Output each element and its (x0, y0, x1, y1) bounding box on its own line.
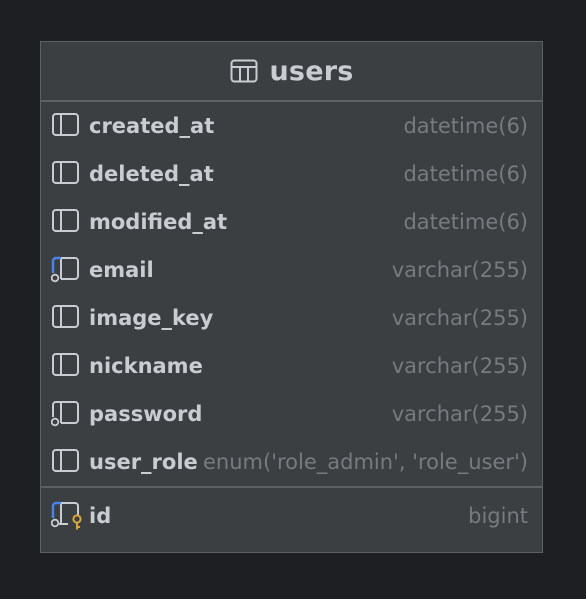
column-icon (51, 448, 81, 476)
column-name: image_key (89, 306, 214, 330)
column-name: nickname (89, 354, 203, 378)
column-row[interactable]: created_at datetime(6) (41, 102, 542, 150)
column-type: datetime(6) (403, 114, 528, 138)
column-type: varchar(255) (391, 258, 528, 282)
column-list: created_at datetime(6) deleted_at dateti… (41, 102, 542, 486)
column-name: created_at (89, 114, 215, 138)
column-type: varchar(255) (391, 354, 528, 378)
column-row[interactable]: nickname varchar(255) (41, 342, 542, 390)
column-row[interactable]: modified_at datetime(6) (41, 198, 542, 246)
table-header: users (41, 42, 542, 102)
column-name: user_role (89, 450, 198, 474)
column-row[interactable]: password varchar(255) (41, 390, 542, 438)
column-row[interactable]: image_key varchar(255) (41, 294, 542, 342)
column-row[interactable]: email varchar(255) (41, 246, 542, 294)
column-name: deleted_at (89, 162, 214, 186)
users-table-card[interactable]: users created_at datetime(6) deleted_at (40, 41, 543, 553)
column-icon (51, 352, 81, 380)
column-type: enum('role_admin', 'role_user') (203, 450, 528, 474)
column-row[interactable]: deleted_at datetime(6) (41, 150, 542, 198)
column-name: modified_at (89, 210, 228, 234)
column-icon (51, 160, 81, 188)
column-icon (51, 208, 81, 236)
primary-key-column-icon (51, 501, 82, 530)
column-type: varchar(255) (391, 402, 528, 426)
table-name: users (269, 55, 354, 87)
unique-index-column-icon (51, 256, 81, 284)
column-type: datetime(6) (403, 162, 528, 186)
column-icon (51, 304, 81, 332)
column-icon (51, 112, 81, 140)
column-type: bigint (468, 504, 528, 528)
not-null-column-icon (51, 400, 81, 428)
primary-key-row[interactable]: id bigint (41, 488, 542, 544)
primary-key-divider (41, 486, 542, 488)
column-row[interactable]: user_role enum('role_admin', 'role_user'… (41, 438, 542, 486)
column-type: datetime(6) (403, 210, 528, 234)
table-icon (230, 59, 258, 83)
column-name: password (89, 402, 203, 426)
column-name: email (89, 258, 154, 282)
column-type: varchar(255) (391, 306, 528, 330)
column-name: id (89, 504, 112, 528)
